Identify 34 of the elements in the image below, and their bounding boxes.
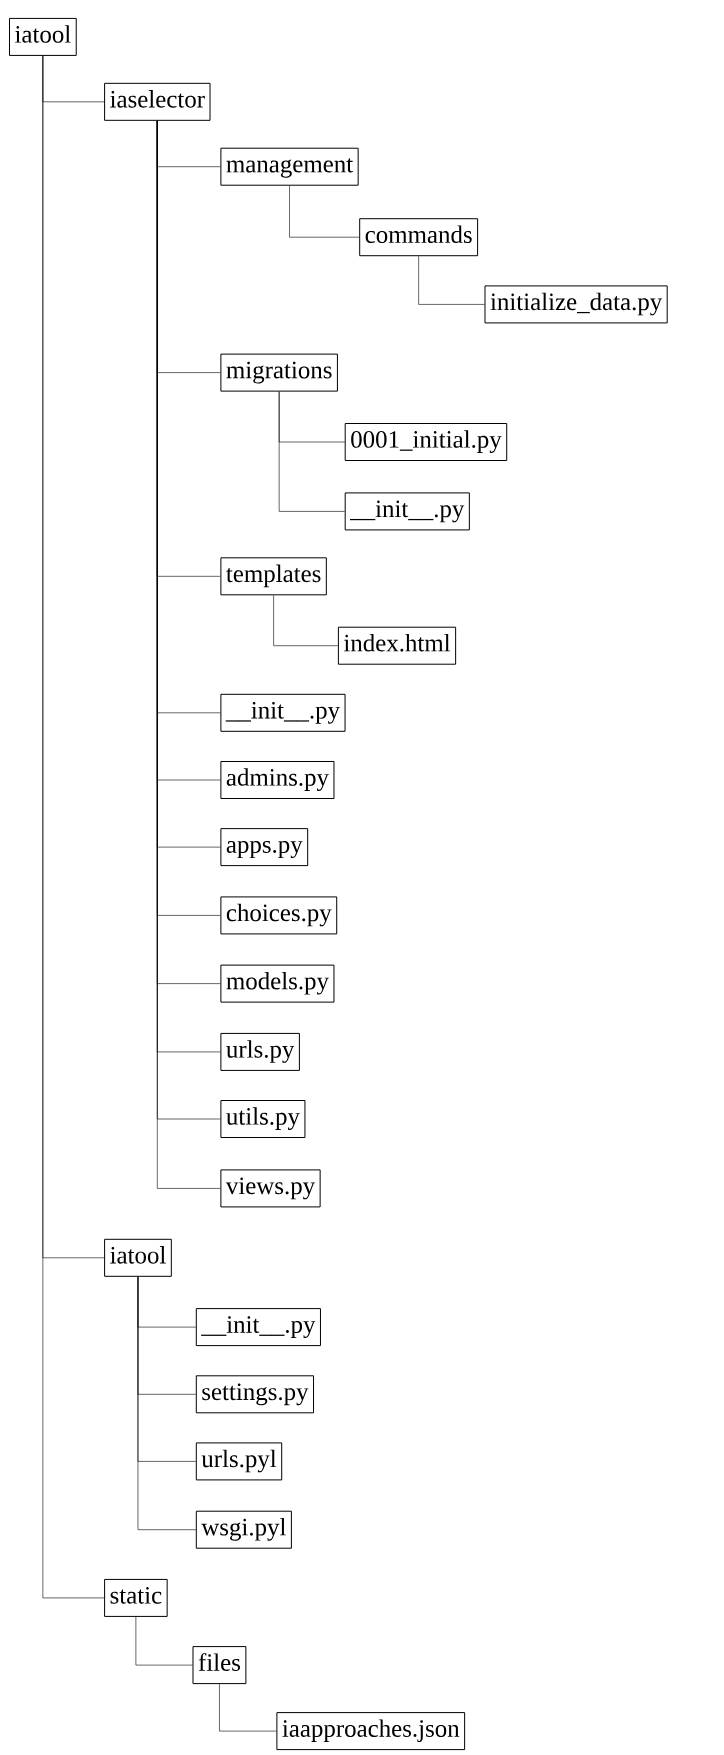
tree-connector [135, 1616, 193, 1666]
folder-box: models.py [220, 964, 335, 1003]
folder-box: admins.py [220, 761, 335, 799]
folder-box: views.py [220, 1169, 321, 1208]
folder-box: wsgi.pyl [195, 1510, 292, 1549]
folder-box: __init__.py [344, 492, 470, 531]
folder-box: index.html [337, 626, 457, 665]
folder-box: urls.py [220, 1032, 300, 1071]
folder-box: initialize_data.py [484, 285, 668, 324]
tree-connector [42, 55, 105, 1599]
folder-box: 0001_initial.py [344, 423, 508, 461]
folder-box: commands [359, 218, 479, 257]
folder-box: migrations [220, 353, 338, 392]
folder-box: static [104, 1578, 168, 1617]
folder-box: apps.py [220, 828, 309, 867]
folder-box: urls.pyl [195, 1442, 283, 1481]
folder-box: management [220, 147, 359, 186]
folder-box: choices.py [220, 896, 338, 935]
tree-connector [418, 255, 485, 305]
folder-box: iatool [104, 1238, 172, 1277]
tree-connector [137, 1276, 197, 1530]
folder-box: files [192, 1646, 247, 1685]
tree-connector [278, 391, 345, 512]
folder-box: iaapproaches.json [276, 1712, 466, 1751]
folder-box: __init__.py [220, 693, 346, 732]
folder-box: utils.py [220, 1100, 306, 1138]
folder-box: iaselector [104, 82, 211, 121]
tree-connector [289, 185, 360, 238]
folder-box: settings.py [195, 1375, 315, 1414]
folder-box: templates [220, 557, 327, 596]
folder-box: iatool [9, 17, 77, 56]
tree-connector [273, 595, 339, 646]
tree-connector [219, 1683, 277, 1732]
folder-box: __init__.py [195, 1308, 321, 1347]
